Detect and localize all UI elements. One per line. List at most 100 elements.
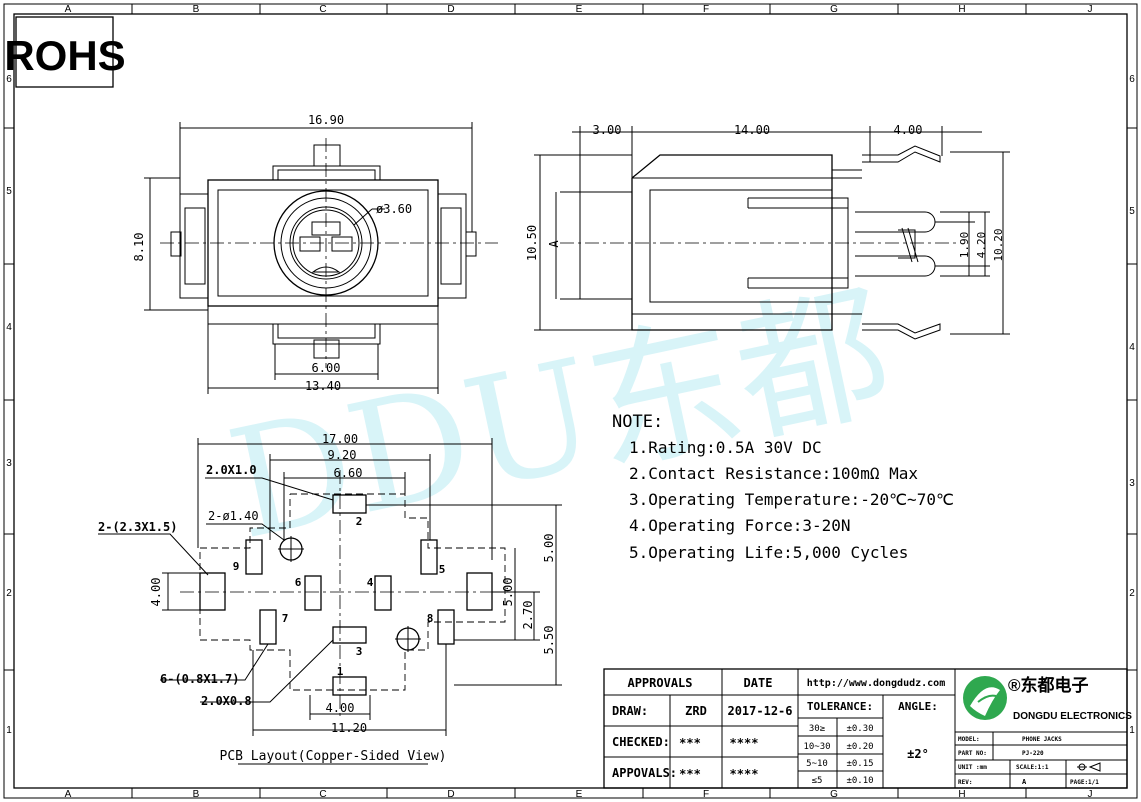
tb-tol-value-4: ±0.10 — [846, 776, 873, 786]
front-dim-bottom-inner: 6.00 — [312, 361, 341, 375]
grid-row-right-6: 6 — [1129, 74, 1135, 85]
grid-col-top-f: F — [703, 4, 709, 15]
tb-tol-value-1: ±0.30 — [846, 724, 873, 734]
company-logo-icon — [963, 676, 1007, 720]
tb-checked: CHECKED: — [612, 735, 670, 749]
grid-col-top-h: H — [958, 4, 965, 15]
side-dim-pins: 4.00 — [894, 123, 923, 137]
grid-col-top-d: D — [447, 4, 454, 15]
grid-col-bottom-b: B — [193, 789, 200, 800]
side-dim-total-height: 10.20 — [992, 228, 1005, 261]
side-dim-body: 14.00 — [734, 123, 770, 137]
grid-row-left-6: 6 — [6, 74, 12, 85]
pad-side-right — [466, 572, 493, 611]
grid-col-top-g: G — [830, 4, 838, 15]
tb-tol-range-3: 5~10 — [806, 759, 828, 769]
pcb-pad-bottom-label: 2.0X0.8 — [201, 694, 252, 708]
pin-label-4: 4 — [367, 576, 374, 589]
grid-row-left-2: 2 — [6, 588, 12, 599]
grid-row-right-2: 2 — [1129, 588, 1135, 599]
tb-appovals: APPOVALS: — [612, 766, 677, 780]
pcb-pads-side-label: 2-(2.3X1.5) — [98, 520, 177, 534]
note-2: 2.Contact Resistance:100mΩ Max — [629, 464, 918, 483]
tb-model-label: MODEL: — [958, 736, 980, 743]
pcb-dim-55: 5.50 — [542, 626, 556, 655]
tb-part-label: PART NO: — [958, 750, 987, 757]
tb-tolerance: TOLERANCE: — [807, 700, 873, 713]
tb-checked-date: **** — [730, 736, 759, 750]
pad-3 — [332, 626, 367, 644]
side-view: 3.00 14.00 4.00 10.50 A 1.90 4.20 10.20 — [525, 123, 1010, 340]
pin-label-7: 7 — [282, 612, 289, 625]
projection-symbol-icon — [1077, 762, 1101, 772]
tb-angle: ANGLE: — [898, 700, 938, 713]
grid-col-top-e: E — [576, 4, 583, 15]
tb-appovals-by: *** — [679, 767, 701, 781]
pcb-layout: 2 3 1 9 5 6 4 7 8 17.00 9.20 6.60 2.0X1.… — [98, 432, 562, 765]
pad-7 — [259, 609, 277, 645]
front-dim-bottom-outer: 13.40 — [305, 379, 341, 393]
tb-draw-date: 2017-12-6 — [727, 704, 792, 718]
grid-row-left-1: 1 — [6, 725, 12, 736]
notes-title: NOTE: — [612, 412, 663, 432]
front-dim-height: 8.10 — [132, 233, 146, 262]
pin-label-8: 8 — [427, 612, 434, 625]
grid-labels: A B C D E F G H J A B C D E F G H J 6 5 … — [4, 4, 1137, 800]
front-dim-width: 16.90 — [308, 113, 344, 127]
tb-company-cn: ®东都电子 — [1008, 675, 1089, 695]
pcb-dim-27: 2.70 — [521, 601, 535, 630]
grid-row-right-3: 3 — [1129, 478, 1135, 489]
tb-date: DATE — [744, 676, 773, 690]
grid-row-right-4: 4 — [1129, 342, 1135, 353]
pad-8 — [437, 609, 455, 645]
tb-angle-value: ±2° — [907, 747, 929, 761]
grid-col-bottom-f: F — [703, 789, 709, 800]
tb-draw-by: ZRD — [685, 704, 707, 718]
tb-rev: A — [1022, 778, 1027, 786]
pin-label-1: 1 — [337, 665, 344, 678]
tb-page-label: PAGE:1/1 — [1070, 779, 1099, 786]
note-3: 3.Operating Temperature:-20℃~70℃ — [629, 490, 954, 509]
note-5: 5.Operating Life:5,000 Cycles — [629, 543, 908, 562]
tb-model: PHONE JACKS — [1022, 736, 1062, 743]
pin-label-5: 5 — [439, 563, 446, 576]
side-dim-height: 10.50 — [525, 225, 539, 261]
pin-label-2: 2 — [356, 515, 363, 528]
pcb-dim-92: 9.20 — [328, 448, 357, 462]
grid-col-top-c: C — [319, 4, 326, 15]
side-section-a: A — [547, 240, 561, 248]
side-dim-pin-span: 4.20 — [975, 232, 988, 259]
rohs-label: ROHS — [4, 32, 125, 79]
grid-col-top-j: J — [1088, 4, 1093, 15]
title-block: APPROVALS DATE http://www.dongdudz.com D… — [603, 668, 1132, 789]
pad-1 — [332, 676, 367, 696]
pad-5 — [420, 539, 438, 575]
tb-tol-value-3: ±0.15 — [846, 759, 873, 769]
pcb-dim-112: 11.20 — [331, 721, 367, 735]
pad-9 — [245, 539, 263, 575]
grid-col-bottom-d: D — [447, 789, 454, 800]
grid-col-top-a: A — [65, 4, 72, 15]
tb-scale-label: SCALE:1:1 — [1016, 764, 1049, 771]
grid-col-bottom-a: A — [65, 789, 72, 800]
tb-rev-label: REV: — [958, 779, 972, 786]
pin-label-3: 3 — [356, 645, 363, 658]
pcb-dim-4-bottom: 4.00 — [326, 701, 355, 715]
note-1: 1.Rating:0.5A 30V DC — [629, 438, 822, 457]
tb-tol-range-4: ≤5 — [812, 776, 823, 786]
tb-approvals: APPROVALS — [627, 676, 692, 690]
notes-block: NOTE: 1.Rating:0.5A 30V DC 2.Contact Res… — [612, 412, 954, 562]
grid-row-left-4: 4 — [6, 322, 12, 333]
grid-col-bottom-e: E — [576, 789, 583, 800]
tb-tol-range-1: 30≥ — [809, 724, 826, 734]
grid-row-left-5: 5 — [6, 186, 12, 197]
tb-unit-label: UNIT :mm — [958, 764, 987, 771]
tb-checked-by: *** — [679, 736, 701, 750]
grid-col-bottom-c: C — [319, 789, 326, 800]
grid-row-right-5: 5 — [1129, 206, 1135, 217]
pad-6 — [304, 575, 322, 611]
pcb-dim-17: 17.00 — [322, 432, 358, 446]
pcb-caption: PCB Layout(Copper-Sided View) — [220, 749, 447, 764]
rohs-badge: ROHS — [4, 16, 126, 88]
